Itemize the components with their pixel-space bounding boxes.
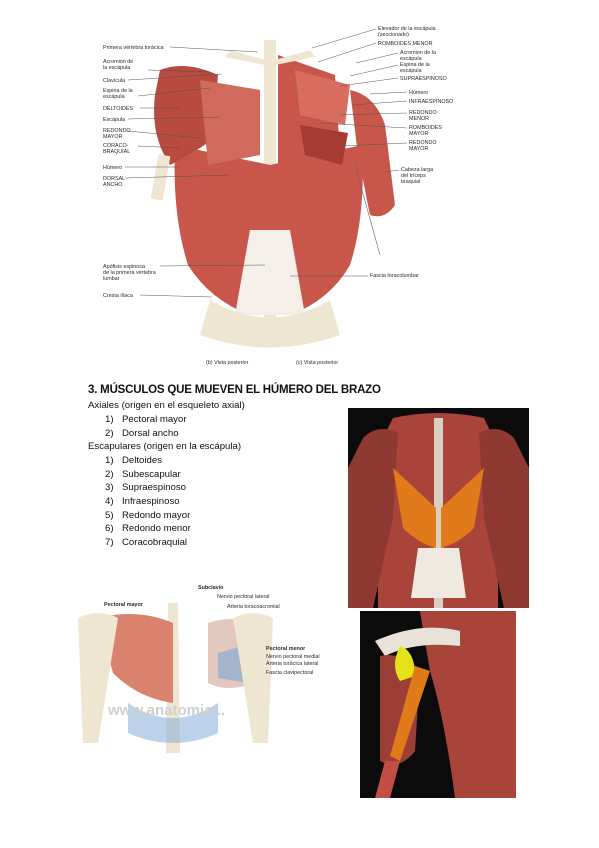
label-humero-right: Húmero (409, 90, 429, 96)
back-photo-illustration (348, 408, 529, 608)
label-escapula: Escápula (103, 117, 126, 123)
watermark: www.anatomia... (108, 702, 225, 719)
pectoral-illustration (78, 603, 273, 753)
caption-c: (c) Vista posterior (296, 360, 339, 366)
scapular-item-text: Redondo menor (122, 523, 191, 534)
axial-item-num: 1) (105, 414, 114, 425)
section-heading: 3. MÚSCULOS QUE MUEVEN EL HÚMERO DEL BRA… (88, 384, 381, 396)
axial-item-num: 2) (105, 428, 114, 439)
label-nervio-pectoral-medial: Nervio pectoral medial (266, 654, 320, 660)
label-pectoral-menor: Pectoral menor (266, 646, 306, 652)
label-espina-left: Espina de la escápula (103, 88, 133, 101)
label-arteria-toracica-lateral: Arteria torácica lateral (266, 661, 319, 667)
caption-b: (b) Vista posterior (206, 360, 249, 366)
scapular-item-num: 6) (105, 523, 114, 534)
label-redondo-menor: REDONDO MENOR (409, 110, 437, 123)
scapular-item-text: Subescapular (122, 469, 181, 480)
label-fascia-clavipectoral: Fascia clavipectoral (266, 670, 314, 676)
scapular-item-num: 1) (105, 455, 114, 466)
scapular-item-text: Infraespinoso (122, 496, 180, 507)
label-cresta-iliaca: Cresta ilíaca (103, 293, 133, 299)
scapular-item-text: Deltoides (122, 455, 162, 466)
scapular-item-num: 4) (105, 496, 114, 507)
scapular-item-num: 5) (105, 510, 114, 521)
scapular-title: Escapulares (origen en la escápula) (88, 441, 242, 452)
label-espina-right: Espina de la escápula (400, 62, 430, 75)
label-primera-vertebra: Primera vértebra torácica (103, 45, 164, 51)
label-coracobraquial: CORACO- BRAQUIAL (103, 143, 131, 156)
label-supraespinoso: SUPRAESPINOSO (400, 76, 447, 82)
label-subclavio: Subclavio (198, 585, 224, 591)
label-redondo-mayor-left: REDONDO MAYOR (103, 128, 131, 141)
scapular-item-text: Supraespinoso (122, 482, 187, 493)
label-apofisis: Apófisis espinosa de la primera vértebra… (103, 264, 156, 283)
scapular-item-text: Redondo mayor (122, 510, 191, 521)
label-romboides-menor-top: ROMBOIDES MENOR (378, 41, 433, 47)
pectoral-figure (68, 583, 283, 758)
scapular-item-text: Coracobraquial (122, 537, 188, 548)
figure-top-leader-lines (124, 28, 408, 298)
scapular-item-num: 2) (105, 469, 114, 480)
label-dorsal-ancho: DORSAL ANCHO (103, 176, 126, 189)
posterior-muscle-illustration (150, 40, 395, 348)
label-arteria-toracoacromial: Arteria toracoacromial (227, 604, 280, 610)
label-nervio-pectoral-lateral: Nervio pectoral lateral (217, 594, 270, 600)
shoulder-photo-coracobraquial (360, 611, 516, 798)
axial-title: Axiales (origen en el esqueleto axial) (88, 400, 245, 411)
axial-item-text: Pectoral mayor (122, 414, 187, 425)
axial-item-text: Dorsal ancho (122, 428, 179, 439)
scapular-item-num: 7) (105, 537, 114, 548)
label-elevador: Elevador de la escápula (seccionado) (378, 26, 436, 39)
label-acromion-right: Acromion de la escápula (400, 50, 436, 63)
label-infraespinoso: INFRAESPINOSO (409, 99, 454, 105)
label-pectoral-mayor: Pectoral mayor (104, 602, 143, 608)
shoulder-photo-illustration (360, 611, 516, 798)
label-cabeza-larga: Cabeza larga del tríceps braquial (401, 167, 434, 186)
posterior-muscle-figure (100, 15, 450, 370)
label-deltoides: DELTOIDES (103, 106, 134, 112)
back-photo-latissimus (348, 408, 529, 608)
label-acromion-left: Acromion de la escápula (103, 59, 134, 72)
scapular-item-num: 3) (105, 482, 114, 493)
label-clavicula: Clavícula (103, 78, 126, 84)
label-humero-left: Húmero (103, 165, 123, 171)
label-romboides-mayor: ROMBOIDES MAYOR (409, 125, 442, 138)
label-redondo-mayor-right: REDONDO MAYOR (409, 140, 437, 153)
label-fascia-toracolumbar: Fascia toracolumbar (370, 273, 419, 279)
